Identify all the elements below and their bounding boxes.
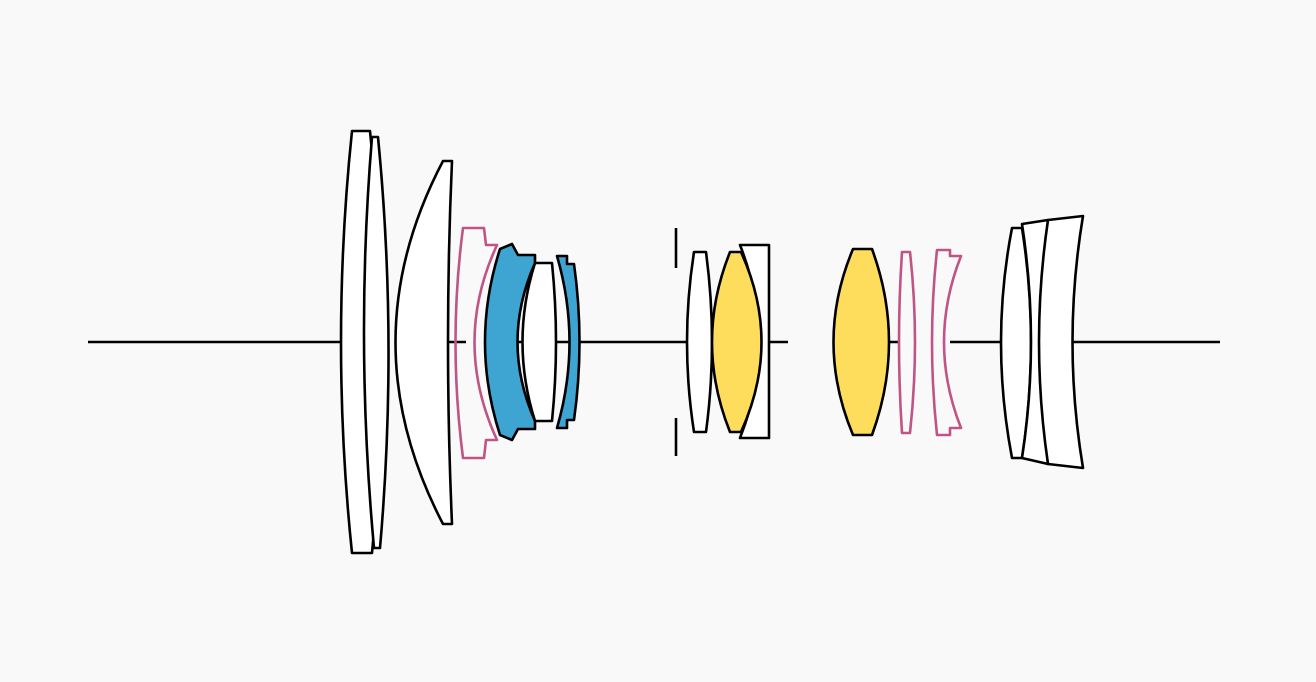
middle-lens-group <box>685 243 771 440</box>
super-ed-lens-element-2 <box>832 247 891 437</box>
lens-element-15 <box>1037 214 1085 470</box>
front-lens-group <box>339 129 581 555</box>
aspherical-lens-element-3 <box>930 248 963 437</box>
lens-element-6 <box>521 261 558 423</box>
lens-element-3 <box>394 159 454 526</box>
aspherical-lens-element-2 <box>897 250 917 435</box>
rear-lens-group <box>832 214 1085 470</box>
lens-element-2 <box>362 135 390 550</box>
ed-lens-element-1 <box>483 242 537 442</box>
lens-element-8 <box>685 250 714 434</box>
super-ed-lens-element-1 <box>710 250 763 434</box>
ed-lens-element-2 <box>555 254 581 430</box>
aspherical-lens-element <box>454 226 499 460</box>
